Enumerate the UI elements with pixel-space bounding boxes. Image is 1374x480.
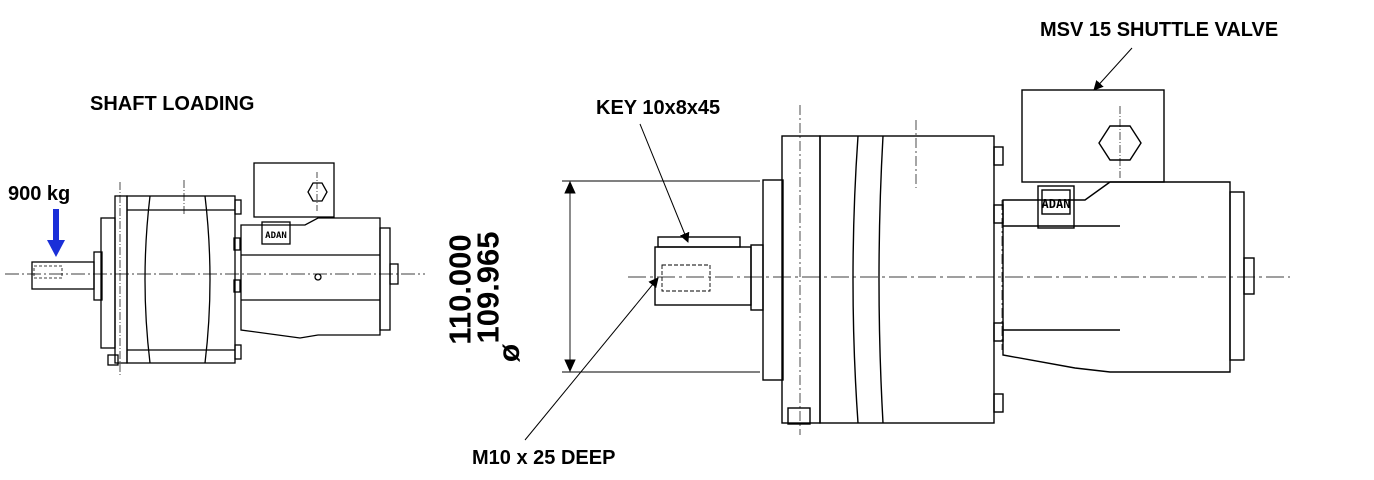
right-motor-view: ADAN bbox=[628, 89, 1290, 435]
left-motor-view: ADAN bbox=[5, 162, 425, 375]
right-housing bbox=[819, 135, 995, 424]
leaders bbox=[524, 47, 1133, 441]
load-arrow bbox=[47, 209, 65, 257]
left-valve-block bbox=[253, 162, 335, 218]
key bbox=[657, 236, 741, 248]
left-logo-text: ADAN bbox=[265, 231, 287, 241]
right-flange bbox=[781, 135, 821, 424]
thread-leader bbox=[524, 277, 659, 441]
right-rear-body bbox=[1002, 181, 1231, 373]
valve-name-label: MSV 15 SHUTTLE VALVE bbox=[1040, 19, 1279, 41]
left-rear-body bbox=[240, 217, 381, 339]
left-flange bbox=[100, 217, 116, 349]
left-housing bbox=[126, 195, 236, 364]
right-flange-front bbox=[762, 179, 784, 381]
valve-leader bbox=[1093, 47, 1133, 91]
load-value-label: 900 kg bbox=[8, 183, 71, 205]
diameter-symbol: ø bbox=[493, 343, 527, 363]
key-spec-label: KEY 10x8x45 bbox=[596, 97, 721, 119]
right-valve-block bbox=[1021, 89, 1165, 183]
shaft-loading-title: SHAFT LOADING bbox=[90, 93, 255, 115]
right-logo-text: ADAN bbox=[1042, 197, 1071, 211]
thread-spec-label: M10 x 25 DEEP bbox=[472, 447, 616, 469]
key-leader bbox=[639, 123, 690, 243]
right-shaft bbox=[654, 246, 752, 306]
diameter-dimension bbox=[562, 180, 760, 373]
